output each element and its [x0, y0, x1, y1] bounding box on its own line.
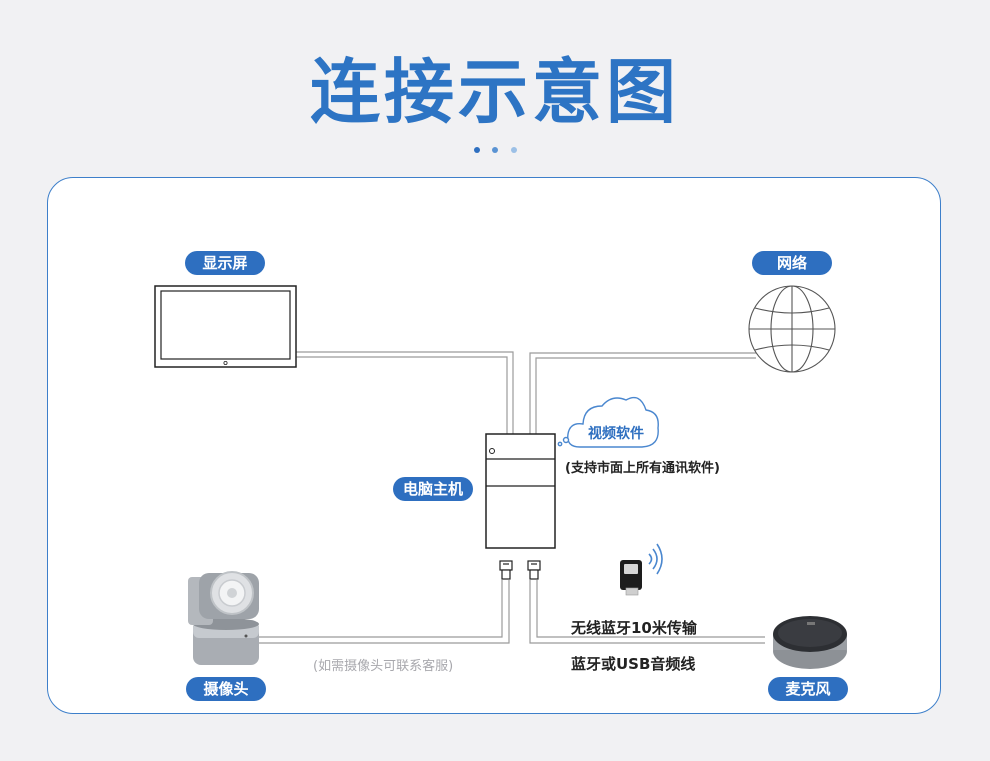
dot-1: [474, 147, 480, 153]
cable-network-outer: [529, 352, 756, 434]
cable-display-inner: [295, 356, 508, 434]
usb-plug-left: [499, 560, 513, 580]
cable-mic-outer: [536, 580, 765, 638]
camera-icon: [188, 571, 259, 665]
label-pc: 电脑主机: [393, 477, 473, 501]
dot-3: [511, 147, 517, 153]
cloud-icon: [557, 396, 659, 448]
label-mic: 麦克风: [768, 677, 848, 701]
cables: [258, 351, 765, 644]
cable-camera-outer: [258, 580, 503, 638]
wireless-note: 无线蓝牙10米传输: [571, 619, 697, 637]
display-icon: [154, 285, 297, 368]
pc-tower-icon: [485, 433, 556, 549]
title-dots: [471, 147, 521, 155]
wired-note: 蓝牙或USB音频线: [571, 655, 696, 673]
label-display: 显示屏: [185, 251, 265, 275]
label-camera: 摄像头: [186, 677, 266, 701]
usb-dongle-icon: [620, 560, 642, 596]
cable-mic-inner: [529, 580, 765, 644]
camera-note: (如需摄像头可联系客服): [313, 659, 454, 674]
label-network: 网络: [752, 251, 832, 275]
cloud-label: 视频软件: [588, 426, 644, 442]
dot-2: [492, 147, 498, 153]
page-title: 连接示意图: [310, 51, 680, 133]
cloud-note: (支持市面上所有通讯软件): [565, 461, 720, 476]
cable-camera-inner: [258, 580, 510, 644]
wireless-signal-icon: [648, 543, 663, 575]
globe-icon: [748, 285, 836, 373]
cable-network-inner: [535, 357, 756, 434]
cable-display-outer: [295, 351, 514, 434]
usb-plug-right: [527, 560, 541, 580]
speakerphone-icon: [773, 616, 847, 669]
